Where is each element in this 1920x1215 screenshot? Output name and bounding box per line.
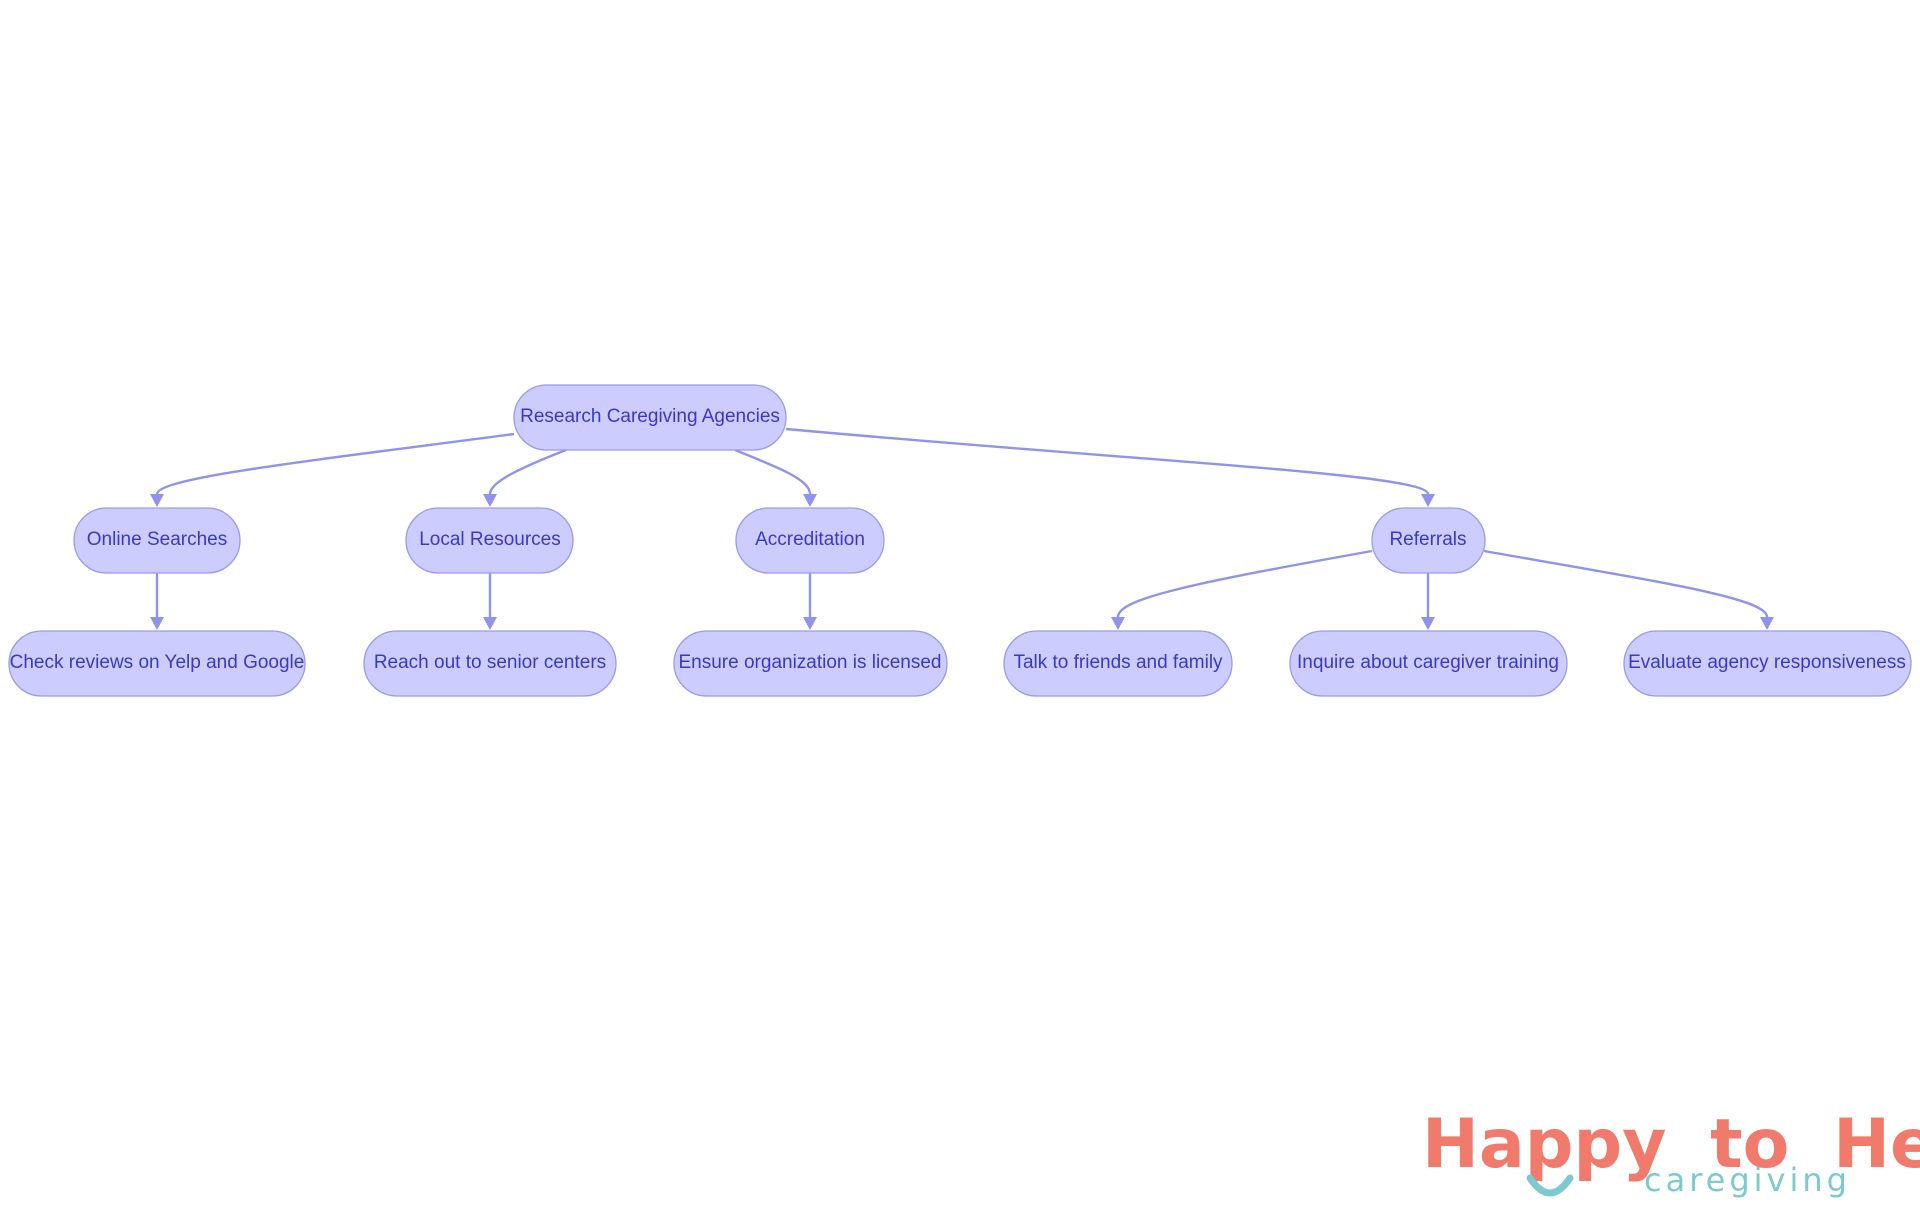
arrowhead-referrals	[1421, 494, 1435, 507]
node-leaf-accreditation: Ensure organization is licensed	[673, 630, 948, 697]
node-leaf-online-label: Check reviews on Yelp and Google	[10, 652, 305, 673]
edge-root-accreditation	[734, 448, 812, 495]
arrowhead-accreditation-leaf	[803, 617, 817, 630]
arrowhead-online	[150, 494, 164, 507]
node-online-searches: Online Searches	[73, 507, 241, 574]
logo-word-to: to	[1710, 1105, 1789, 1184]
arrowhead-accreditation	[803, 494, 817, 507]
edge-root-local	[488, 448, 567, 495]
logo-word-help: Help	[1833, 1105, 1920, 1184]
edge-referrals-leaf-3	[1483, 549, 1769, 618]
arrowhead-referral-2	[1421, 617, 1435, 630]
node-local-resources: Local Resources	[405, 507, 574, 574]
node-leaf-referral-2-label: Inquire about caregiver training	[1297, 652, 1559, 673]
node-leaf-referral-1-label: Talk to friends and family	[1013, 652, 1223, 673]
node-leaf-accreditation-label: Ensure organization is licensed	[679, 652, 942, 673]
node-root: Research Caregiving Agencies	[513, 384, 787, 451]
brand-logo: Happy to Help caregiving	[1422, 1105, 1920, 1199]
logo-wordmark: Happy to Help	[1422, 1105, 1920, 1184]
arrowhead-referral-3	[1760, 617, 1774, 630]
node-accreditation-label: Accreditation	[755, 529, 865, 550]
arrowhead-local-leaf	[483, 617, 497, 630]
smile-icon	[1526, 1174, 1574, 1197]
logo-word-happy: Happy	[1422, 1105, 1666, 1184]
logo-subtitle: caregiving	[1644, 1161, 1851, 1199]
node-leaf-local: Reach out to senior centers	[363, 630, 617, 697]
node-leaf-referral-2: Inquire about caregiver training	[1289, 630, 1568, 697]
node-online-searches-label: Online Searches	[87, 529, 227, 550]
arrowhead-local	[483, 494, 497, 507]
node-referrals: Referrals	[1371, 507, 1486, 574]
edges	[150, 427, 1774, 630]
node-leaf-referral-1: Talk to friends and family	[1003, 630, 1233, 697]
node-leaf-online: Check reviews on Yelp and Google	[8, 630, 306, 697]
node-leaf-referral-3-label: Evaluate agency responsiveness	[1628, 652, 1906, 673]
node-leaf-referral-3: Evaluate agency responsiveness	[1623, 630, 1912, 697]
edge-root-referrals	[785, 427, 1430, 495]
edge-root-online	[155, 432, 515, 495]
edge-referrals-leaf-1	[1116, 549, 1373, 618]
arrowhead-online-leaf	[150, 617, 164, 630]
node-leaf-local-label: Reach out to senior centers	[374, 652, 606, 673]
node-referrals-label: Referrals	[1389, 529, 1466, 550]
node-accreditation: Accreditation	[735, 507, 885, 574]
arrowhead-referral-1	[1111, 617, 1125, 630]
node-root-label: Research Caregiving Agencies	[520, 406, 780, 427]
node-local-resources-label: Local Resources	[419, 529, 561, 550]
